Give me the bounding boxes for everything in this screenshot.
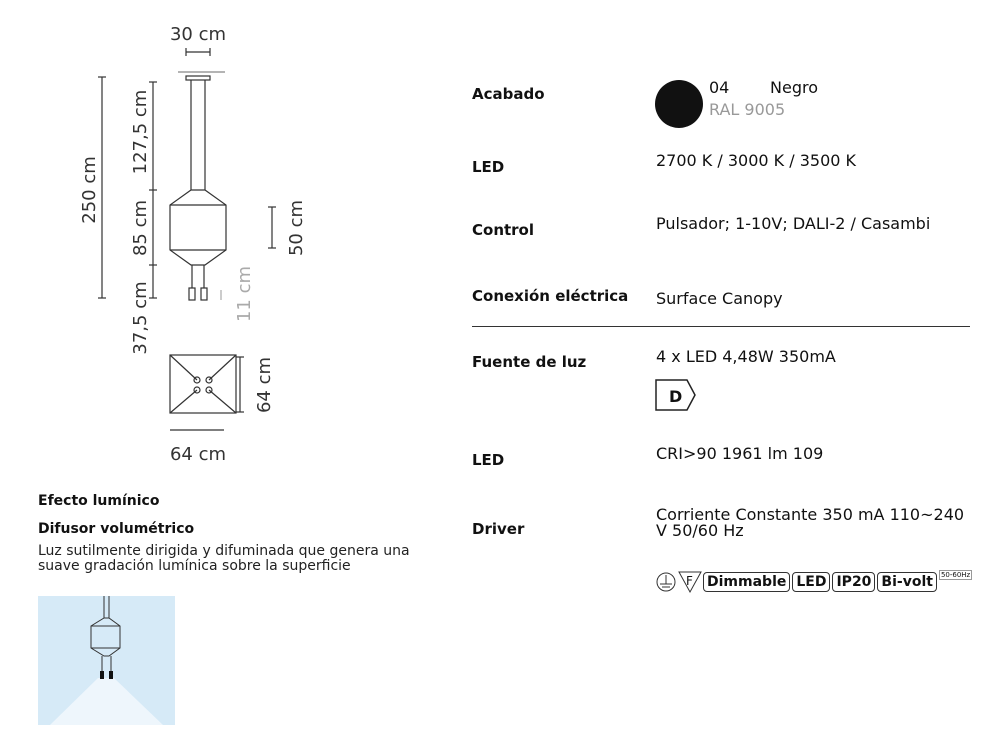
frequency-badge: 50-60Hz: [938, 570, 973, 580]
energy-class-badge: D: [655, 379, 696, 411]
svg-text:D: D: [669, 387, 682, 406]
dim-body: 85 cm: [130, 200, 151, 256]
control-value: Pulsador; 1-10V; DALI-2 / Casambi: [656, 214, 931, 233]
led2-label: LED: [472, 451, 505, 469]
finish-label: Acabado: [472, 85, 545, 103]
dimension-drawing: 30 cm 250 cm 127,5 cm 85 cm 37,5 cm 50 c…: [79, 24, 307, 465]
ip-badge: IP20: [832, 572, 876, 592]
control-label: Control: [472, 221, 535, 239]
finish-swatch: [655, 80, 703, 128]
dimmable-badge: Dimmable: [703, 572, 791, 592]
dim-total-height: 250 cm: [79, 156, 100, 224]
led-label: LED: [472, 158, 505, 176]
led-badge: LED: [792, 572, 831, 592]
light-effect-illustration: [38, 596, 175, 725]
dim-bottom: 37,5 cm: [130, 281, 151, 354]
dim-width-top: 30 cm: [170, 24, 226, 45]
finish-code: 04: [709, 78, 730, 97]
certification-badges: F Dimmable LED IP20 Bi-volt 50-60Hz: [655, 570, 973, 594]
f-class-icon: F: [678, 571, 702, 594]
dim-cable: 127,5 cm: [130, 90, 151, 175]
effect-description: Luz sutilmente dirigida y difuminada que…: [38, 543, 410, 574]
bivolt-badge: Bi-volt: [877, 572, 937, 592]
divider: [472, 326, 970, 327]
dim-plan-depth: 64 cm: [254, 357, 275, 413]
effect-heading: Efecto lumínico: [38, 493, 160, 509]
connection-value: Surface Canopy: [656, 289, 783, 308]
dim-diffuser: 50 cm: [286, 200, 307, 256]
ground-icon: [656, 572, 676, 592]
dim-led: 11 cm: [234, 266, 255, 322]
led-value: 2700 K / 3000 K / 3500 K: [656, 151, 857, 170]
effect-type: Difusor volumétrico: [38, 521, 195, 537]
led2-value: CRI>90 1961 lm 109: [656, 444, 824, 463]
connection-label: Conexión eléctrica: [472, 287, 629, 305]
finish-name: Negro: [770, 78, 818, 97]
source-value: 4 x LED 4,48W 350mA: [656, 347, 836, 366]
finish-ral: RAL 9005: [709, 100, 786, 119]
source-label: Fuente de luz: [472, 353, 587, 371]
dim-plan-width: 64 cm: [170, 444, 226, 465]
driver-label: Driver: [472, 520, 525, 538]
svg-text:F: F: [686, 574, 693, 588]
